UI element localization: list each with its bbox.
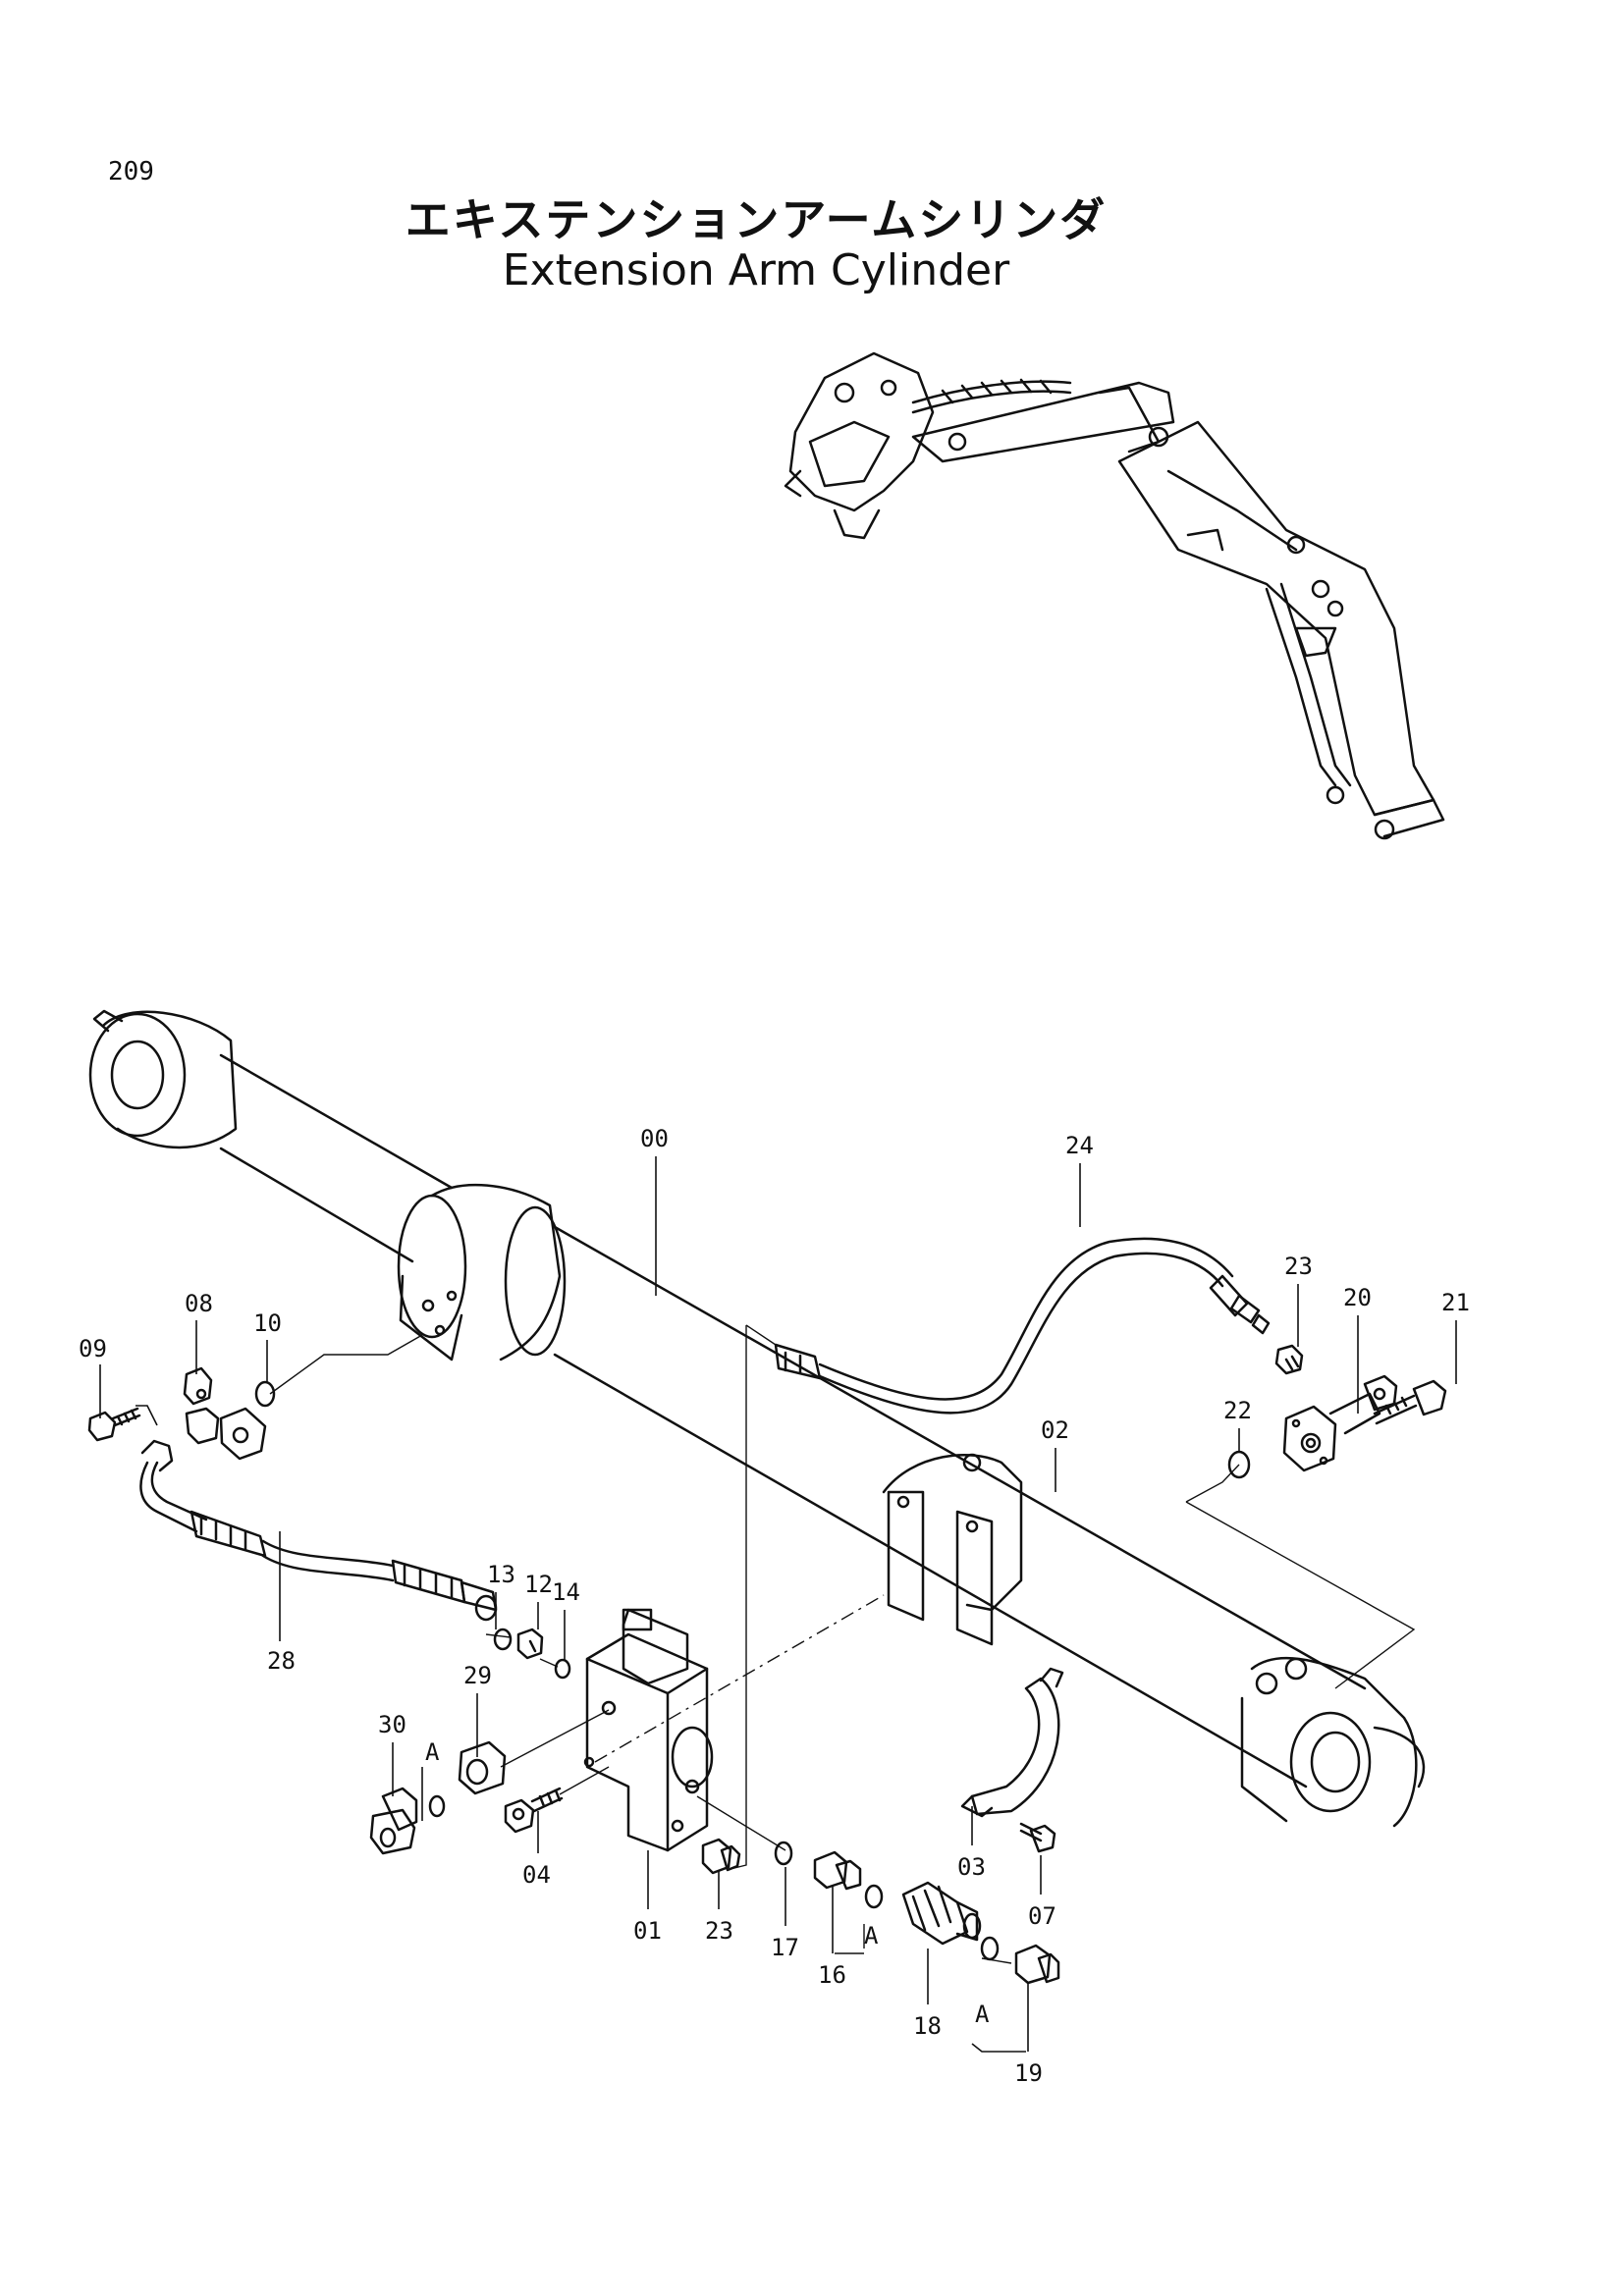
- leader-lines: [99, 1156, 1457, 2053]
- diagram-title-japanese: エキステンションアームシリンダ: [405, 193, 1108, 246]
- adapter-part-16: [813, 1850, 862, 1891]
- callout-02: 02: [1041, 1416, 1069, 1444]
- callout-00: 00: [640, 1125, 669, 1152]
- callout-22: 22: [1223, 1397, 1252, 1424]
- callout-28: 28: [267, 1647, 296, 1675]
- o-ring-part-17: [774, 1841, 793, 1866]
- callout-03: 03: [957, 1853, 986, 1881]
- bolt-part-09: [87, 1407, 141, 1442]
- o-ring-part-19a: [980, 1936, 1000, 1961]
- bolt-part-04: [504, 1787, 564, 1834]
- o-ring-part-30a: [428, 1794, 446, 1818]
- callout-labels: 00 24 23 20 21 08 09 10 22 02 13 12 14 2…: [79, 1125, 1470, 2087]
- callout-17: 17: [771, 1934, 799, 1961]
- callout-a-right: A: [975, 2001, 990, 2028]
- callout-04: 04: [522, 1861, 551, 1889]
- hose-part-24: [774, 1237, 1271, 1415]
- callout-13: 13: [487, 1561, 515, 1588]
- callout-30: 30: [378, 1711, 406, 1738]
- flange-fitting-08: [183, 1366, 267, 1461]
- valve-block-part-01: [583, 1608, 714, 1852]
- callout-12: 12: [524, 1571, 553, 1598]
- clamp-part-02: [882, 1453, 1023, 1646]
- plug-part-12: [516, 1628, 544, 1660]
- callout-24: 24: [1065, 1132, 1094, 1159]
- callout-16: 16: [818, 1961, 846, 1989]
- callout-09: 09: [79, 1335, 107, 1362]
- callout-23-upper: 23: [1284, 1253, 1313, 1280]
- cylinder-body: [88, 1009, 1426, 1828]
- elbow-part-30: [369, 1787, 418, 1855]
- callout-23-lower: 23: [705, 1917, 733, 1945]
- o-ring-part-14: [554, 1658, 571, 1680]
- valve-cartridge-part-18: [901, 1881, 982, 1946]
- plug-part-19: [1014, 1944, 1060, 1985]
- callout-19: 19: [1014, 2059, 1043, 2087]
- o-ring-part-16a: [864, 1884, 884, 1909]
- callout-29: 29: [463, 1662, 492, 1689]
- callout-01: 01: [633, 1917, 662, 1945]
- fitting-part-23-upper: [1274, 1344, 1304, 1375]
- callout-10: 10: [253, 1309, 282, 1337]
- o-ring-part-10: [254, 1380, 276, 1408]
- check-valve-part-20: [1282, 1374, 1398, 1472]
- bolt-part-21: [1373, 1379, 1447, 1425]
- assembly-guide-lines: [269, 1324, 1416, 1964]
- o-ring-part-13: [493, 1628, 513, 1651]
- hose-part-28: [139, 1439, 498, 1622]
- bolt-part-07: [1019, 1822, 1056, 1853]
- callout-a-left: A: [425, 1738, 440, 1766]
- diagram-title-english: Extension Arm Cylinder: [502, 245, 1010, 295]
- clamp-part-03: [960, 1667, 1064, 1818]
- machine-overview-illustration: [784, 351, 1445, 840]
- callout-20: 20: [1343, 1284, 1372, 1311]
- callout-a-middle: A: [864, 1922, 879, 1949]
- callout-08: 08: [185, 1290, 213, 1317]
- fitting-part-29: [458, 1740, 507, 1795]
- callout-14: 14: [552, 1578, 580, 1606]
- page-number: 209: [108, 157, 154, 187]
- fitting-part-23-lower: [701, 1838, 741, 1875]
- callout-21: 21: [1441, 1289, 1470, 1316]
- callout-07: 07: [1028, 1902, 1056, 1930]
- callout-18: 18: [913, 2012, 942, 2040]
